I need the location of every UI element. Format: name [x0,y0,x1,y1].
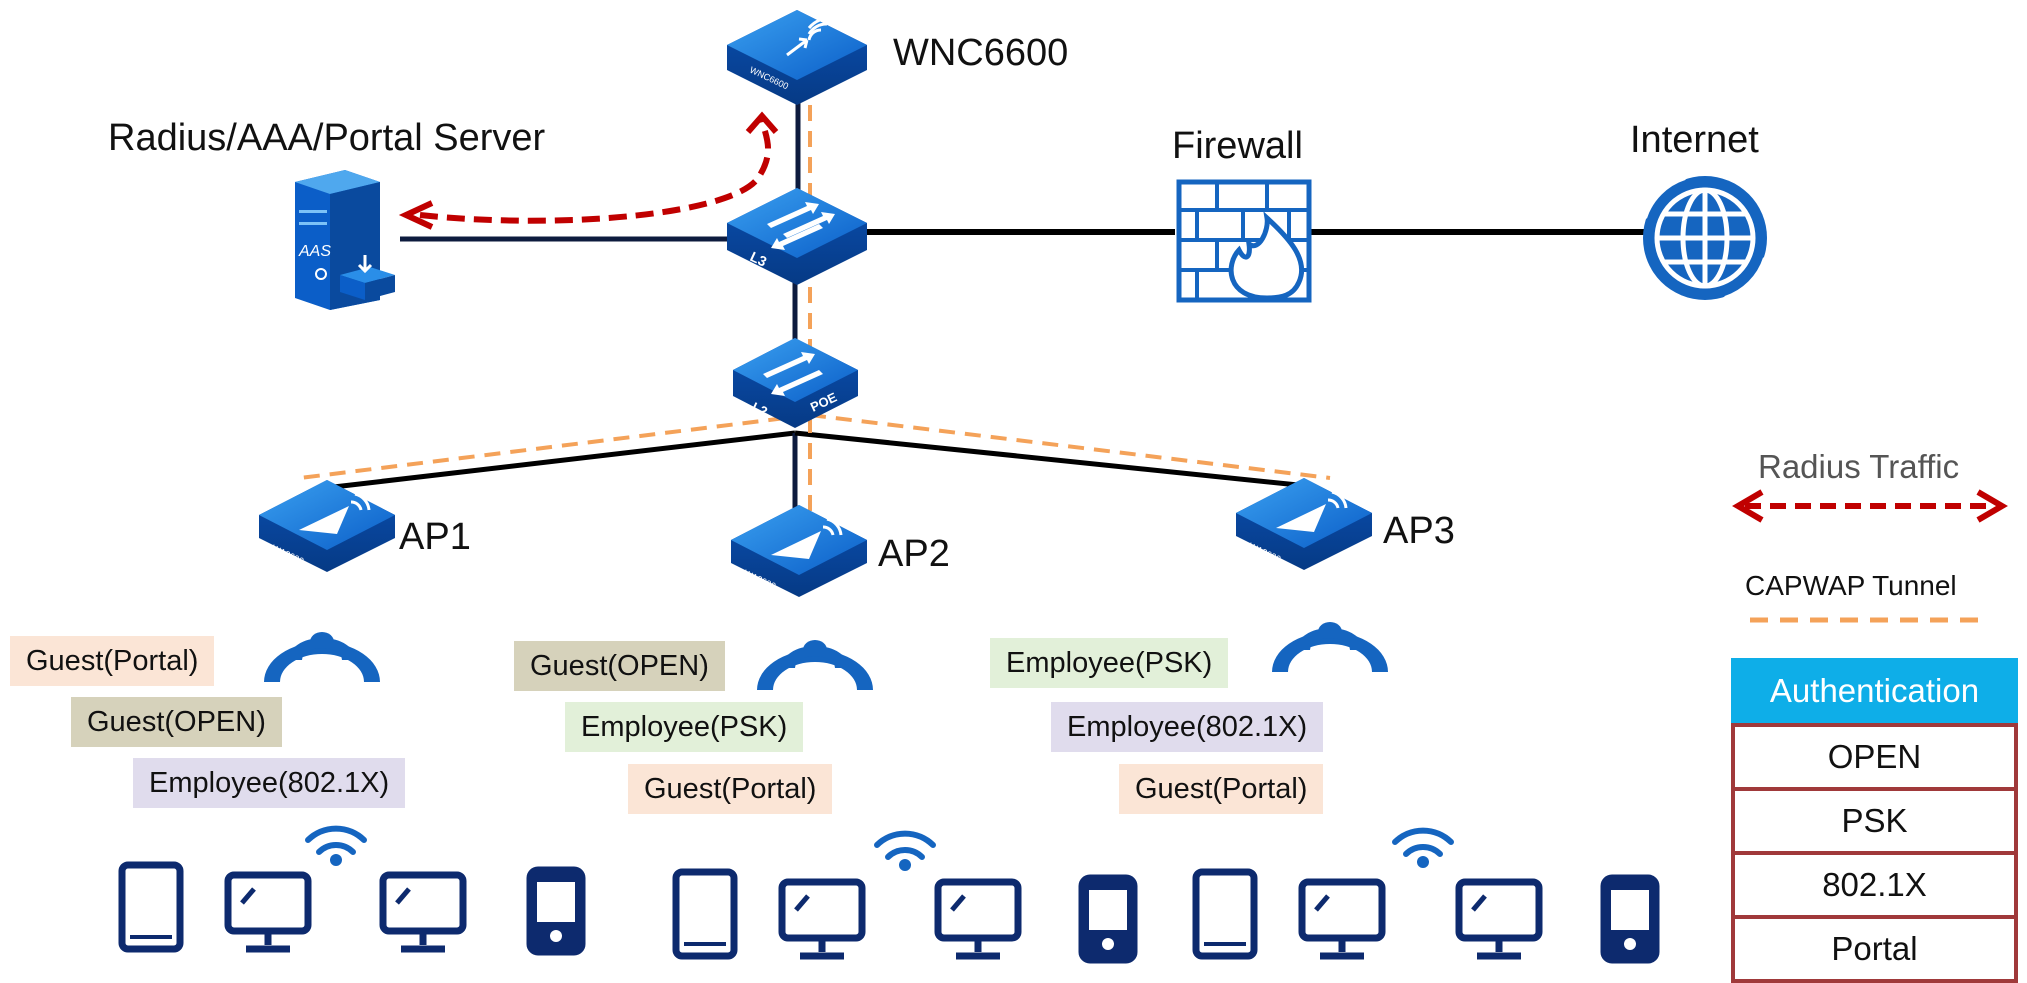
ap3-ssid-item: Employee(PSK) [990,638,1229,688]
auth-method-row: PSK [1731,791,2018,855]
internet-label: Internet [1630,119,1759,161]
legend-capwap-label: CAPWAP Tunnel [1745,570,1957,601]
ap3-label: AP3 [1383,510,1455,552]
ap2-ssid-item: Guest(OPEN) [514,641,725,691]
l2-device-mark: L2 [750,399,770,419]
l2-poe-switch-icon[interactable]: L2 POE [733,338,858,428]
capwap-tunnels [299,105,1331,520]
firewall-icon[interactable] [1176,179,1312,303]
ap2-device-icon[interactable]: WA2600 [731,505,867,597]
legend-radius-label: Radius Traffic [1758,448,1960,485]
legend-radius-arrow [1732,489,2008,523]
auth-method-row: 802.1X [1731,855,2018,919]
server-device-mark: AAS [298,243,331,260]
desktop-monitor-icon [1455,878,1543,960]
desktop-monitor-icon [379,871,467,953]
phone-icon [526,866,586,956]
desktop-monitor-icon [778,878,866,960]
capwap-ap1 [299,413,811,480]
controller-label: WNC6600 [893,32,1069,74]
link-l2-ap3 [794,430,1299,488]
client-group1-wifi-dot [330,854,342,866]
ap1-device-icon[interactable]: WA2600 [259,480,395,572]
tablet-icon [672,868,738,960]
client-group2-wifi-dot [899,859,911,871]
ap3-signal-icon [1272,622,1388,672]
auth-method-row: OPEN [1731,723,2018,791]
wireless-controller-icon[interactable]: WNC6600 [727,10,867,105]
ap3-ssid-item: Employee(802.1X) [1051,702,1324,752]
phone-icon [1078,874,1138,964]
authentication-table: Authentication OPEN PSK 802.1X Portal [1731,658,2018,983]
ap2-ssid-item: Employee(PSK) [565,702,804,752]
authentication-table-header: Authentication [1731,658,2018,723]
desktop-monitor-icon [1298,878,1386,960]
radius-arrowhead-top [745,111,779,134]
ap1-signal-icon [264,632,380,682]
radius-server-icon[interactable]: AAS [295,170,395,310]
firewall-label: Firewall [1172,125,1303,167]
phone-icon [1600,874,1660,964]
ap1-ssid-item: Guest(Portal) [10,636,215,686]
server-label: Radius/AAA/Portal Server [108,117,546,159]
ap3-device-icon[interactable]: WA2600 [1236,478,1372,570]
link-l2-ap1 [324,430,796,491]
ap3-ssid-item: Guest(Portal) [1119,764,1324,814]
ap1-ssid-item: Employee(802.1X) [133,758,406,808]
l3-device-mark: L3 [748,248,770,269]
l3-switch-icon[interactable]: L3 [727,188,867,285]
ap2-signal-icon [757,640,873,690]
internet-globe-icon[interactable] [1643,176,1767,300]
client-group2-wifi-icon [874,830,936,860]
links [324,95,1650,510]
ap2-label: AP2 [878,533,950,575]
ap2-ssid-item: Guest(Portal) [628,764,833,814]
desktop-monitor-icon [224,871,312,953]
tablet-icon [118,861,184,953]
ap1-label: AP1 [399,516,471,558]
client-group1-wifi-icon [305,825,367,855]
client-group3-wifi-dot [1417,856,1429,868]
desktop-monitor-icon [934,878,1022,960]
capwap-ap3 [809,413,1331,480]
client-group3-wifi-icon [1392,827,1454,857]
tablet-icon [1192,868,1258,960]
client-devices [118,861,1660,964]
radius-traffic-path [419,119,772,224]
radius-arrowhead-left [398,200,434,230]
ap1-ssid-item: Guest(OPEN) [71,697,282,747]
auth-method-row: Portal [1731,919,2018,983]
